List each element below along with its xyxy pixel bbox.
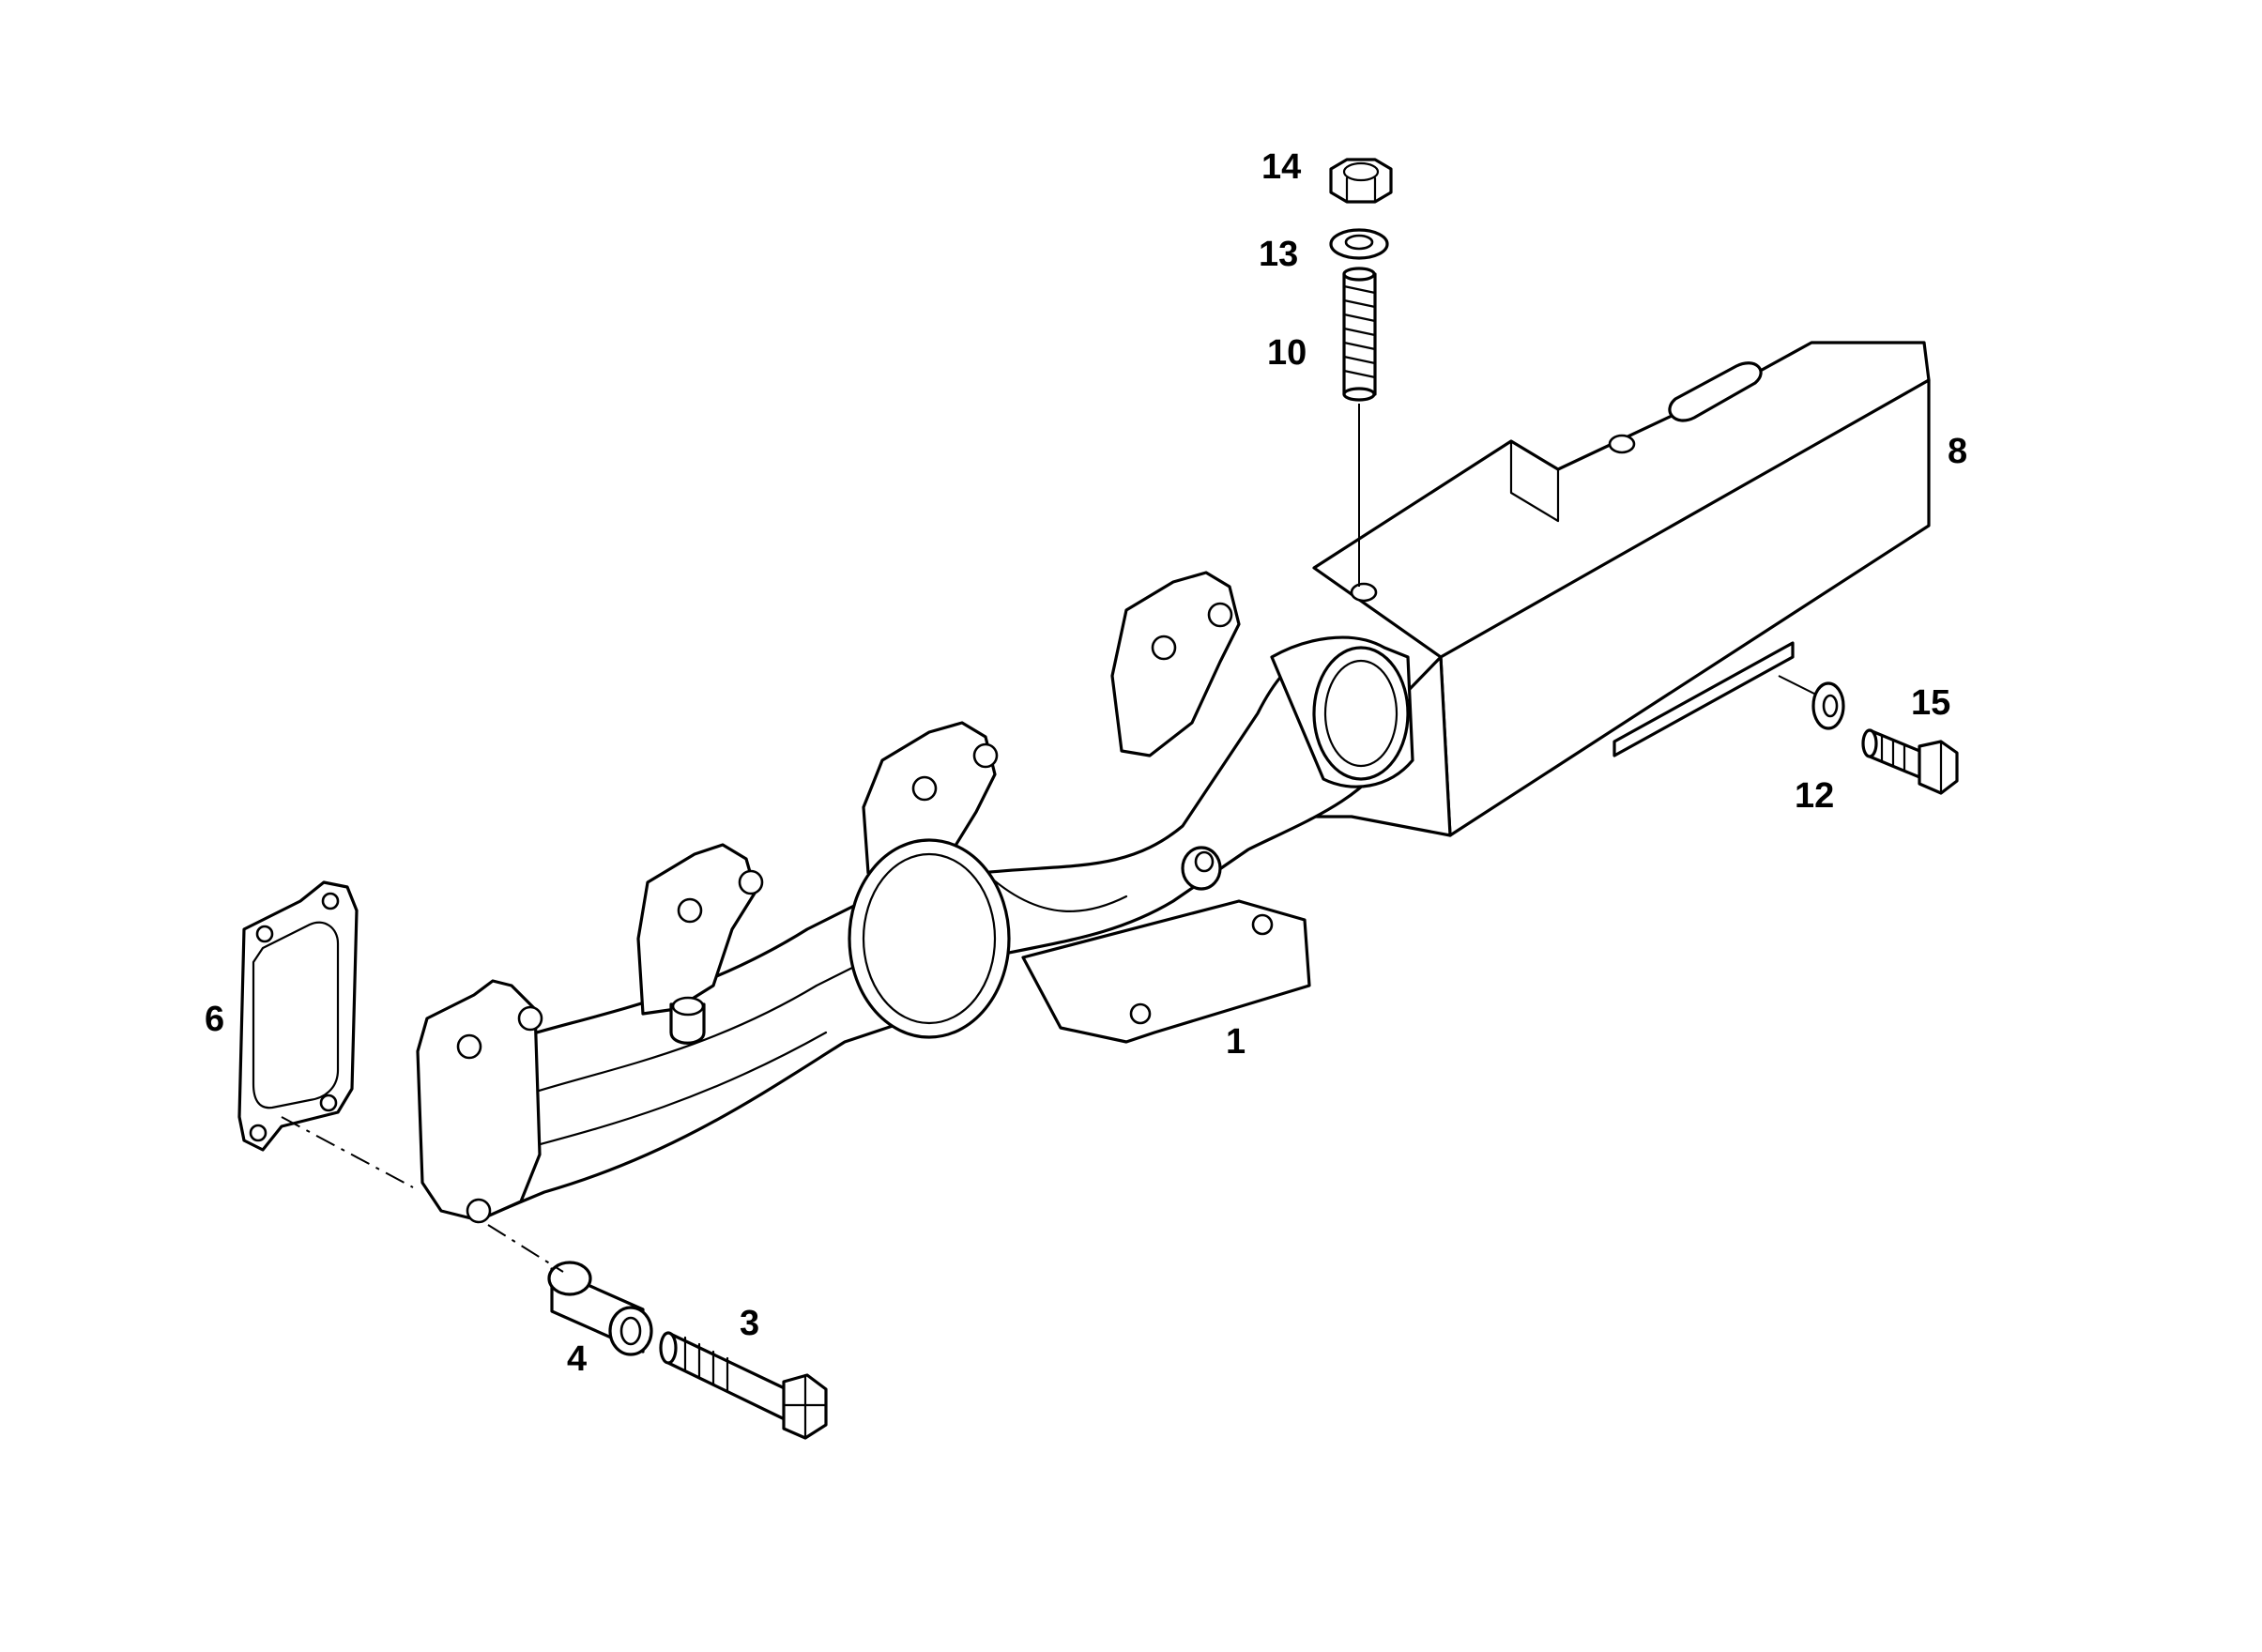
callout-10: 10 [1267,333,1307,373]
callout-6: 6 [205,1000,224,1039]
callout-4: 4 [567,1339,587,1379]
callout-3: 3 [740,1304,759,1343]
exhaust-manifold-part-1[interactable] [416,571,1414,1224]
assembly-lines [281,404,1817,1273]
callout-15: 15 [1911,683,1950,723]
washer-part-12[interactable] [1811,681,1845,730]
callout-14: 14 [1261,147,1301,187]
callout-13: 13 [1259,235,1298,274]
bolt-part-3[interactable] [659,1331,828,1440]
spacer-sleeve-part-4[interactable] [547,1261,653,1356]
nut-part-14[interactable] [1329,158,1393,204]
callout-8: 8 [1948,432,1967,471]
callout-12: 12 [1795,776,1834,816]
callout-1: 1 [1226,1022,1246,1062]
callout-labels: 14 13 10 8 15 12 6 1 3 4 [205,147,1967,1379]
washer-part-13[interactable] [1329,228,1389,260]
stud-part-10[interactable] [1342,267,1377,402]
bolt-part-15[interactable] [1861,728,1959,795]
gasket-part-6[interactable] [237,880,359,1152]
